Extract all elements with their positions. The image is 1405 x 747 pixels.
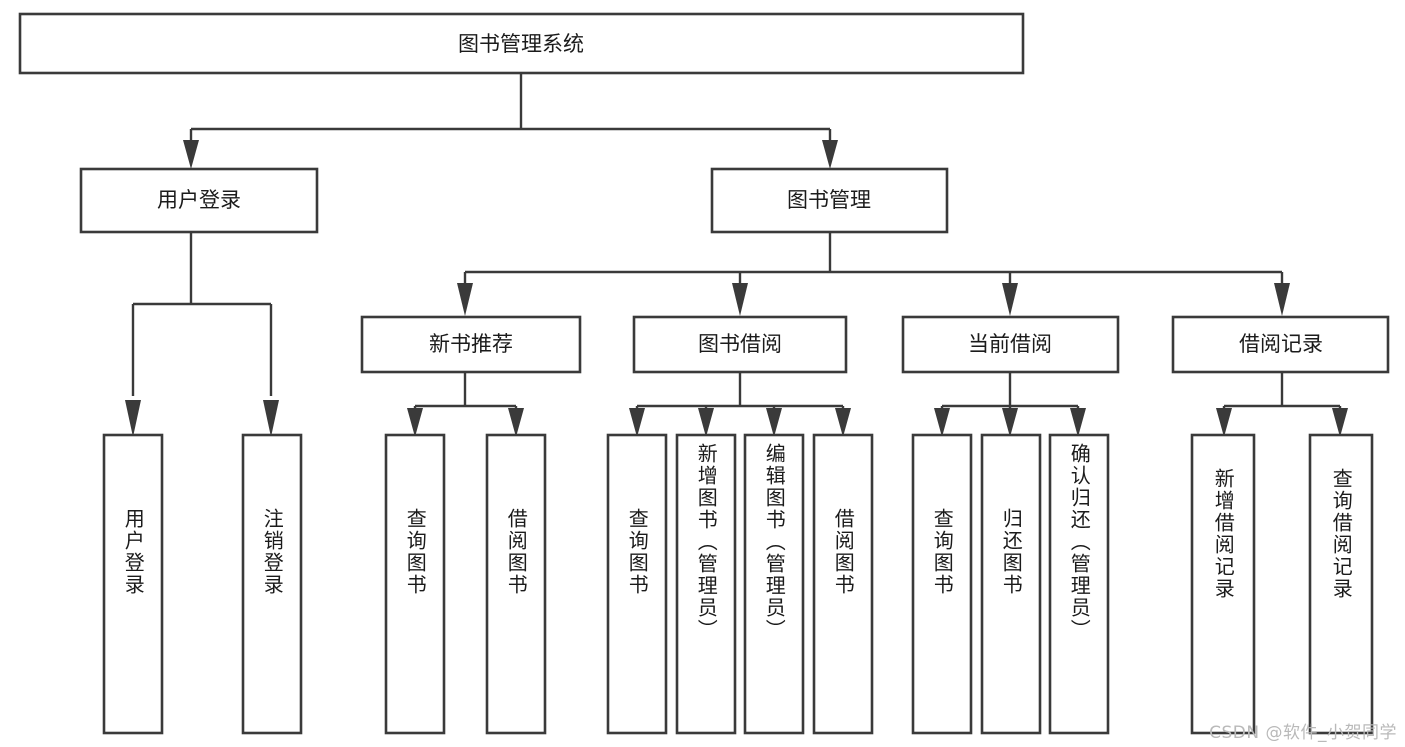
node-book-manage-label: 图书管理 [787,188,871,212]
arrow-to-book-borrow [732,283,748,316]
node-current-borrow-box[interactable] [901,315,1120,374]
node-borrow-record[interactable]: 借阅记录 [1171,315,1390,374]
arrow-to-leaf-query-book-1 [407,408,423,437]
arrow-to-leaf-confirm-return [1070,408,1086,437]
leaf-box-return-book[interactable] [980,433,1042,735]
node-book-manage-box[interactable] [710,167,949,234]
arrow-to-leaf-return-book [1002,408,1018,437]
node-root-label: 图书管理系统 [458,32,584,56]
arrow-to-leaf-borrow-book-2 [835,408,851,437]
arrow-to-book-manage [822,140,838,169]
arrow-to-leaf-add-book [698,408,714,437]
leaf-box-borrow-book-1[interactable] [485,433,547,735]
node-user-login[interactable]: 用户登录 [79,167,319,234]
arrow-to-new-book-recommend [457,283,473,316]
node-book-manage[interactable]: 图书管理 [710,167,949,234]
node-user-login-box[interactable] [79,167,319,234]
leaf-box-add-book[interactable] [675,433,737,735]
node-borrow-record-box[interactable] [1171,315,1390,374]
arrow-to-leaf-logout [263,400,279,437]
arrow-to-borrow-record [1274,283,1290,316]
leaf-box-query-book-2[interactable] [606,433,668,735]
watermark-label: CSDN @软件_小贺同学 [1209,723,1397,743]
leaf-box-user-login[interactable] [102,433,164,735]
arrow-to-user-login [183,140,199,169]
leaf-boxes [102,433,1374,735]
arrow-to-leaf-edit-book [766,408,782,437]
node-new-book-recommend-box[interactable] [360,315,582,374]
node-root-box[interactable] [18,12,1025,75]
leaf-box-logout[interactable] [241,433,303,735]
arrow-to-leaf-user-login [125,400,141,437]
leaf-box-edit-book[interactable] [743,433,805,735]
node-user-login-label: 用户登录 [157,188,241,212]
node-root[interactable]: 图书管理系统 [18,12,1025,75]
node-current-borrow-label: 当前借阅 [968,332,1052,356]
node-book-borrow[interactable]: 图书借阅 [632,315,848,374]
connectors [125,73,1348,437]
arrow-to-leaf-query-book-2 [629,408,645,437]
leaf-box-confirm-return[interactable] [1048,433,1110,735]
node-book-borrow-box[interactable] [632,315,848,374]
arrow-to-leaf-query-record [1332,408,1348,437]
node-current-borrow[interactable]: 当前借阅 [901,315,1120,374]
node-new-book-recommend[interactable]: 新书推荐 [360,315,582,374]
node-borrow-record-label: 借阅记录 [1239,332,1323,356]
arrow-to-current-borrow [1002,283,1018,316]
leaf-box-add-record[interactable] [1190,433,1256,735]
node-new-book-recommend-label: 新书推荐 [429,332,513,356]
arrow-to-leaf-query-book-3 [934,408,950,437]
leaf-box-query-book-3[interactable] [911,433,973,735]
leaf-box-borrow-book-2[interactable] [812,433,874,735]
node-book-borrow-label: 图书借阅 [698,332,782,356]
arrow-to-leaf-borrow-book-1 [508,408,524,437]
arrow-to-leaf-add-record [1216,408,1232,437]
leaf-box-query-book-1[interactable] [384,433,446,735]
leaf-box-query-record[interactable] [1308,433,1374,735]
